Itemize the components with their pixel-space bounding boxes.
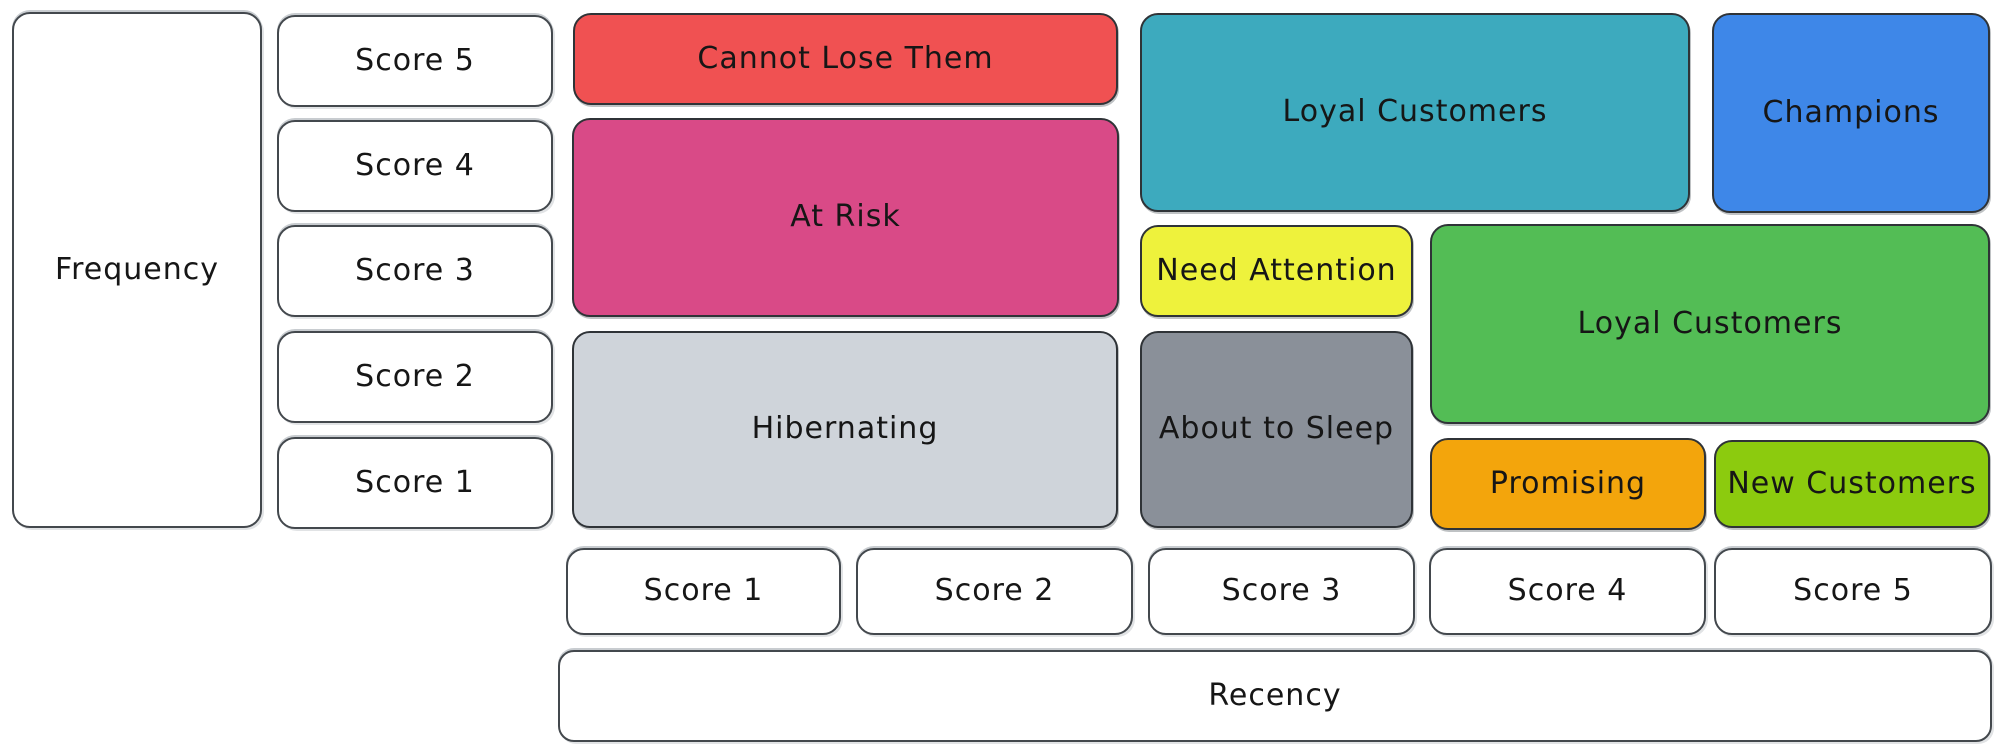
recency-score-5: Score 5 (1714, 548, 1992, 635)
segment-champions: Champions (1712, 13, 1990, 213)
segment-need-attention-label: Need Attention (1156, 252, 1397, 288)
frequency-score-2-text: Score 2 (355, 358, 475, 394)
frequency-score-3-text: Score 3 (355, 252, 475, 288)
frequency-score-1: Score 1 (277, 437, 553, 529)
segment-cannot-lose-them-label: Cannot Lose Them (697, 40, 994, 76)
segment-loyal-customers-teal: Loyal Customers (1140, 13, 1690, 212)
recency-score-3-text: Score 3 (1221, 573, 1342, 609)
recency-score-5-text: Score 5 (1793, 573, 1913, 609)
segment-hibernating: Hibernating (572, 331, 1118, 528)
segment-at-risk: At Risk (572, 118, 1119, 317)
segment-cannot-lose-them: Cannot Lose Them (573, 13, 1118, 105)
segment-at-risk-label: At Risk (790, 199, 901, 235)
frequency-axis-text: Frequency (55, 251, 219, 287)
frequency-score-5-text: Score 5 (355, 42, 475, 78)
segment-need-attention: Need Attention (1140, 225, 1413, 317)
frequency-score-1-text: Score 1 (355, 464, 475, 500)
segment-new-customers: New Customers (1714, 440, 1990, 528)
frequency-score-5: Score 5 (277, 15, 553, 107)
segment-promising-label: Promising (1489, 465, 1647, 501)
frequency-score-2: Score 2 (277, 331, 553, 423)
frequency-score-4: Score 4 (277, 120, 553, 212)
segment-about-to-sleep: About to Sleep (1140, 331, 1413, 528)
recency-score-4-text: Score 4 (1507, 573, 1628, 609)
segment-loyal-customers-teal-label: Loyal Customers (1282, 94, 1548, 130)
recency-score-2: Score 2 (856, 548, 1133, 635)
segment-hibernating-label: Hibernating (751, 411, 939, 447)
segment-loyal-customers-green: Loyal Customers (1430, 224, 1990, 424)
segment-loyal-customers-green-label: Loyal Customers (1577, 305, 1843, 341)
frequency-score-3: Score 3 (277, 225, 553, 317)
recency-axis-label: Recency (558, 650, 1992, 742)
frequency-score-4-text: Score 4 (355, 147, 475, 183)
segment-new-customers-label: New Customers (1727, 465, 1977, 501)
frequency-axis-label: Frequency (12, 12, 262, 528)
recency-axis-text: Recency (1208, 677, 1342, 713)
segment-champions-label: Champions (1762, 94, 1940, 130)
recency-score-1: Score 1 (566, 548, 841, 635)
segment-promising: Promising (1430, 438, 1706, 530)
recency-score-2-text: Score 2 (934, 573, 1055, 609)
recency-score-1-text: Score 1 (643, 573, 764, 609)
recency-score-4: Score 4 (1429, 548, 1706, 635)
recency-score-3: Score 3 (1148, 548, 1415, 635)
segment-about-to-sleep-label: About to Sleep (1158, 411, 1395, 447)
